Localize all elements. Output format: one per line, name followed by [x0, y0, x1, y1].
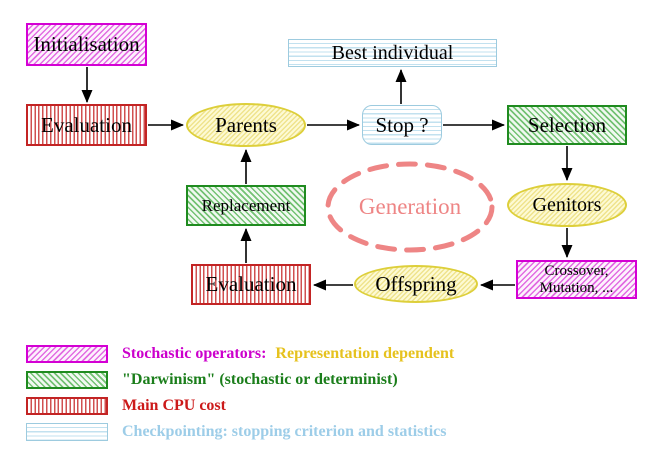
node-initialisation: Initialisation: [26, 23, 147, 66]
node-evaluation-bottom: Evaluation: [191, 264, 311, 305]
cyan-horizontal-stripe-swatch: [26, 423, 108, 441]
crossover-line1: Crossover,: [544, 262, 609, 279]
magenta-diagonal-hatch-swatch: [26, 345, 108, 363]
node-selection: Selection: [507, 105, 627, 145]
node-evaluation-top: Evaluation: [26, 104, 147, 146]
legend-label-stochastic-operators: Stochastic operators:: [122, 345, 267, 362]
legend-label-representation-dependent: Representation dependent: [275, 345, 455, 362]
node-parents: Parents: [186, 103, 306, 147]
legend-item-checkpointing: Checkpointing: stopping criterion and st…: [26, 423, 446, 441]
legend-label-main-cpu-cost: Main CPU cost: [122, 397, 226, 414]
crossover-line2: Mutation, ...: [539, 279, 614, 296]
legend-item-main-cpu-cost: Main CPU cost: [26, 397, 226, 415]
node-offspring: Offspring: [354, 265, 478, 303]
node-best-individual: Best individual: [288, 39, 497, 67]
generation-label: Generation: [358, 194, 462, 219]
node-stop: Stop ?: [362, 105, 442, 145]
legend-item-stochastic-operators: Stochastic operators: Representation dep…: [26, 345, 454, 363]
red-vertical-stripe-swatch: [26, 397, 108, 415]
node-replacement: Replacement: [186, 185, 306, 226]
green-diagonal-hatch-swatch: [26, 371, 108, 389]
node-genitors: Genitors: [507, 183, 627, 227]
legend-item-darwinism: "Darwinism" (stochastic or determinist): [26, 371, 398, 389]
node-crossover-mutation: Crossover, Mutation, ...: [516, 260, 637, 299]
legend-label-checkpointing: Checkpointing: stopping criterion and st…: [122, 423, 447, 440]
legend-label-darwinism: "Darwinism" (stochastic or determinist): [122, 371, 398, 388]
